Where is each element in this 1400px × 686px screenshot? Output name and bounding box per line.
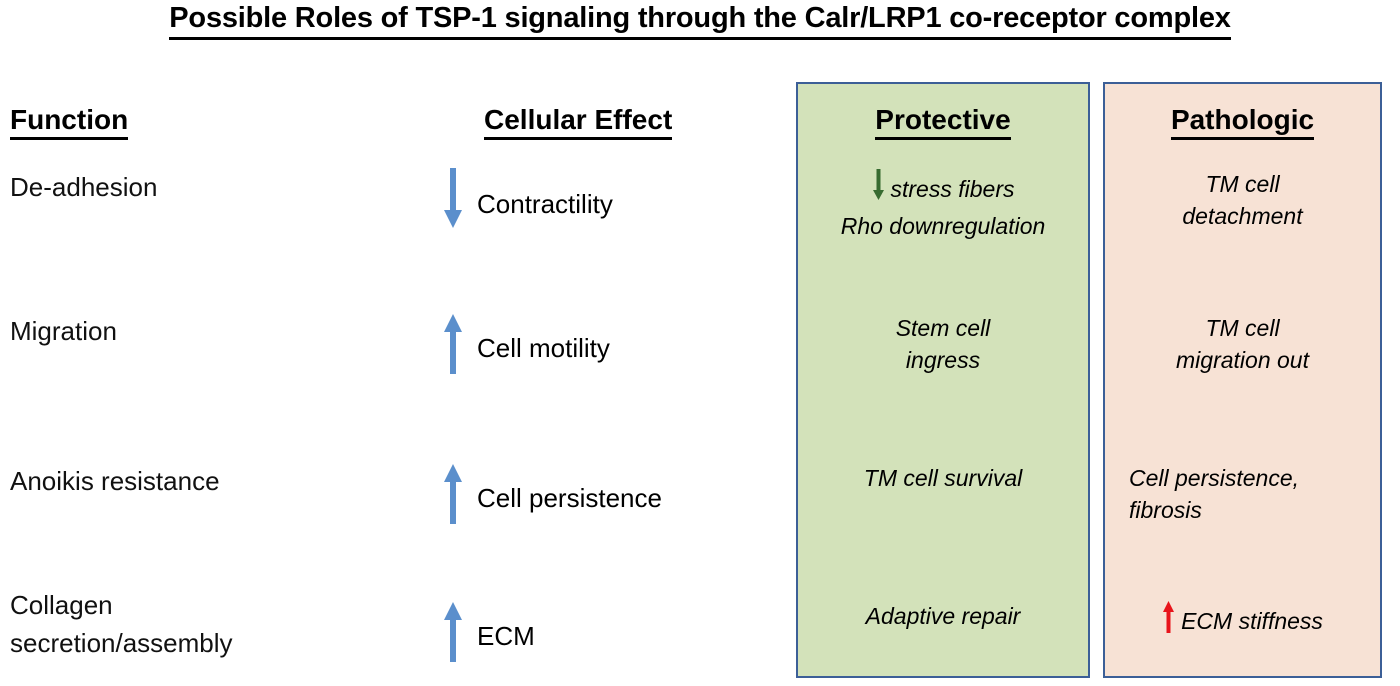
pathologic-line-1: migration out — [1176, 347, 1309, 373]
column-header-pathologic-label: Pathologic — [1170, 104, 1315, 140]
table-row: Collagen secretion/assembly ECM Adaptive… — [0, 586, 1400, 686]
cell-cellular-effect-label: Contractility — [477, 189, 613, 219]
cell-function: De-adhesion — [10, 172, 158, 202]
cell-function: Collagen secretion/assembly — [10, 586, 440, 662]
cell-pathologic: TM cell detachment — [1107, 168, 1378, 232]
protective-line-with-arrow: stress fibers — [872, 168, 1015, 210]
pathologic-line-with-arrow: ECM stiffness — [1162, 600, 1323, 642]
cell-cellular-effect-label: Cell motility — [477, 333, 610, 363]
protective-line-0: TM cell survival — [863, 465, 1023, 491]
column-header-protective: Protective — [798, 104, 1088, 140]
protective-line-0: Adaptive repair — [865, 603, 1021, 629]
table-row: Anoikis resistance Cell persistence TM c… — [0, 462, 1400, 567]
up-arrow-red-icon — [1162, 600, 1175, 642]
figure-title-text: Possible Roles of TSP-1 signaling throug… — [169, 2, 1231, 40]
cell-pathologic: Cell persistence, fibrosis — [1107, 462, 1378, 526]
cell-protective: stress fibers Rho downregulation — [800, 168, 1086, 242]
column-header-function-label: Function — [10, 104, 129, 140]
column-header-function: Function — [10, 104, 129, 140]
pathologic-line-0: ECM stiffness — [1181, 608, 1323, 634]
up-arrow-blue-icon — [443, 312, 463, 384]
figure-title: Possible Roles of TSP-1 signaling throug… — [0, 2, 1400, 40]
cell-cellular-effect: ECM — [443, 600, 783, 672]
panel-protective: Protective — [796, 82, 1090, 678]
protective-line-1: Rho downregulation — [840, 213, 1046, 239]
column-header-cellular-effect-label: Cellular Effect — [484, 104, 673, 140]
function-line-1: secretion/assembly — [10, 628, 233, 658]
table-row: Migration Cell motility Stem cell ingres… — [0, 312, 1400, 422]
cell-cellular-effect: Cell motility — [443, 312, 783, 384]
cell-protective: TM cell survival — [800, 462, 1086, 494]
pathologic-line-1: detachment — [1182, 203, 1303, 229]
pathologic-line-0: TM cell — [1205, 315, 1280, 341]
function-line-0: Collagen — [10, 590, 113, 620]
cell-pathologic: ECM stiffness — [1107, 600, 1378, 642]
table-row: De-adhesion Contractility stress fibers … — [0, 168, 1400, 278]
up-arrow-blue-icon — [443, 462, 463, 534]
cell-cellular-effect-label: Cell persistence — [477, 483, 662, 513]
cell-cellular-effect: Cell persistence — [443, 462, 783, 534]
protective-line-1: ingress — [905, 347, 981, 373]
protective-line-0: stress fibers — [890, 176, 1015, 202]
panel-pathologic: Pathologic — [1103, 82, 1382, 678]
down-arrow-blue-icon — [443, 168, 463, 240]
pathologic-line-1: fibrosis — [1129, 497, 1202, 523]
cell-protective: Stem cell ingress — [800, 312, 1086, 376]
cell-pathologic: TM cell migration out — [1107, 312, 1378, 376]
cell-function: Anoikis resistance — [10, 466, 220, 496]
column-header-cellular-effect: Cellular Effect — [484, 104, 673, 140]
cell-function: Migration — [10, 316, 117, 346]
up-arrow-blue-icon — [443, 600, 463, 672]
column-header-protective-label: Protective — [875, 104, 1011, 140]
cell-cellular-effect: Contractility — [443, 168, 783, 240]
cell-cellular-effect-label: ECM — [477, 621, 535, 651]
pathologic-line-0: Cell persistence, — [1129, 465, 1300, 491]
down-arrow-green-icon — [872, 168, 885, 210]
column-header-pathologic: Pathologic — [1105, 104, 1380, 140]
cell-protective: Adaptive repair — [800, 600, 1086, 632]
protective-line-0: Stem cell — [895, 315, 991, 341]
pathologic-line-0: TM cell — [1205, 171, 1280, 197]
